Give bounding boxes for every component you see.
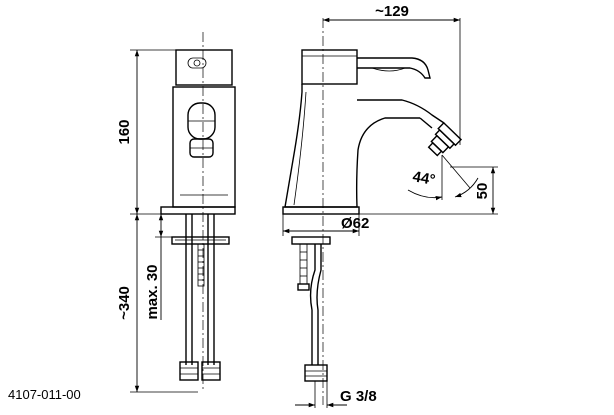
side-view: Ø62 G 3/8 ~129 50 44° [282,3,498,408]
handle-lever-slot [187,57,207,69]
threaded-stud [197,243,205,287]
dim-thread-label: G 3/8 [340,388,377,405]
front-view: 160 ~340 max. 30 4107-011-00 [8,32,236,402]
dim-total-length-label: ~340 [116,286,133,320]
lever-handle [357,57,431,79]
angle-arc-left [407,189,443,201]
aerator-nozzle [427,121,463,157]
side-hose-outer [309,244,316,365]
side-mounting-plate [291,236,331,245]
side-hose-nut [304,364,328,382]
jet-axis-line [441,154,471,189]
part-number: 4107-011-00 [8,387,81,402]
body-shade-line [293,91,307,206]
tap-body-front [172,86,236,208]
side-handle-cap [301,49,358,85]
dim-spout-reach-label: ~129 [375,3,409,20]
stud-end [297,283,310,291]
angle-arc-right [454,177,479,198]
dim-max-insert-label: max. 30 [144,264,161,319]
spout-bottom [419,117,433,129]
dim-jet-angle-label: 44° [411,168,436,189]
handle-slot-dot [193,59,201,67]
side-threaded-stud [299,243,308,285]
side-hose-inner [316,244,322,365]
dim-base-diameter-label: Ø62 [341,215,369,232]
hose-nut-right [201,361,221,381]
base-plate-front [160,206,236,215]
base-plate-side [282,206,360,215]
lever-underside [371,67,406,72]
dim-spout-height-label: 50 [474,183,491,200]
hose-nut-left [179,361,199,381]
mounting-plate [171,236,230,245]
dim-height-label: 160 [116,119,133,144]
spout-top [357,99,445,124]
